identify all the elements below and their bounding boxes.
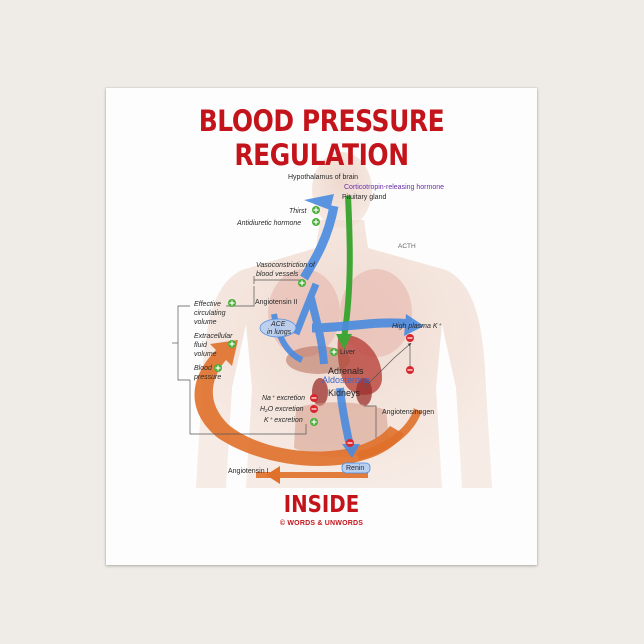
label-adrenals: Adrenals <box>328 366 364 376</box>
plus-icon <box>298 279 306 287</box>
plus-icon <box>312 218 320 226</box>
label-k-excretion: K⁺ excretion <box>264 417 303 424</box>
label-na-excretion: Na⁺ excretion <box>262 395 305 402</box>
plus-icon <box>312 206 320 214</box>
plus-icon <box>228 340 236 348</box>
regulation-markers <box>214 206 414 447</box>
label-effective-3: volume <box>194 319 217 326</box>
label-adh: Antidiuretic hormone <box>236 220 301 227</box>
label-hypothalamus: Hypothalamus of brain <box>288 174 358 181</box>
ace-lungs-bubble <box>259 318 297 338</box>
label-angiotensinogen: Angiotensinogen <box>382 409 434 416</box>
label-acth: ACTH <box>398 243 416 250</box>
label-effective-2: circulating <box>194 310 226 317</box>
label-ace: ACE <box>270 321 286 328</box>
body-silhouette <box>196 152 492 488</box>
label-vasoconstriction-2: blood vessels <box>256 271 299 278</box>
blood-pressure-diagram: Hypothalamus of brain Corticotropin-rele… <box>172 152 492 488</box>
minus-icon <box>406 366 414 374</box>
bracket-lines <box>172 276 412 438</box>
puzzle-board: Hypothalamus of brain Corticotropin-rele… <box>106 88 537 565</box>
label-h2o-excretion: H₂O excretion <box>260 406 304 413</box>
minus-icon <box>310 394 318 402</box>
credit-text: © WORDS & UNWORDS <box>279 520 364 527</box>
green-acth-arrow <box>336 195 353 350</box>
label-pituitary: Pituitary gland <box>342 194 386 201</box>
label-kidneys: Kidneys <box>328 388 361 398</box>
minus-icon <box>310 405 318 413</box>
label-blood: Blood <box>194 365 213 372</box>
plus-icon <box>214 364 222 372</box>
label-crh: Corticotropin-releasing hormone <box>344 184 444 191</box>
minus-icon <box>346 439 354 447</box>
label-thirst: Thirst <box>289 208 308 215</box>
label-aldosterone: Aldosterone <box>322 375 370 385</box>
label-extracellular-1: Extracellular <box>194 333 233 340</box>
label-ace-lungs: in lungs <box>267 329 292 336</box>
orange-feedback-arrow <box>194 340 422 484</box>
plus-icon <box>228 299 236 307</box>
label-effective-1: Effective <box>194 301 221 308</box>
label-angiotensin-i: Angiotensin I <box>228 468 269 475</box>
label-high-k: High plasma K⁺ <box>392 323 443 330</box>
label-extracellular-2: fluid <box>194 342 208 349</box>
label-extracellular-3: volume <box>194 351 217 358</box>
label-pressure: pressure <box>193 374 221 381</box>
plus-icon <box>330 348 338 356</box>
minus-icon <box>406 334 414 342</box>
label-renin: Renin <box>346 465 364 472</box>
inside-caption: INSIDE <box>283 492 360 518</box>
blue-arrows <box>271 194 424 458</box>
label-angiotensin-ii: Angiotensin II <box>255 299 297 306</box>
page-title: BLOOD PRESSURE REGULATION <box>198 104 445 172</box>
renin-box <box>341 462 371 474</box>
plus-icon <box>310 418 318 426</box>
label-vasoconstriction-1: Vasoconstriction of <box>256 262 316 269</box>
label-liver: Liver <box>340 349 356 356</box>
